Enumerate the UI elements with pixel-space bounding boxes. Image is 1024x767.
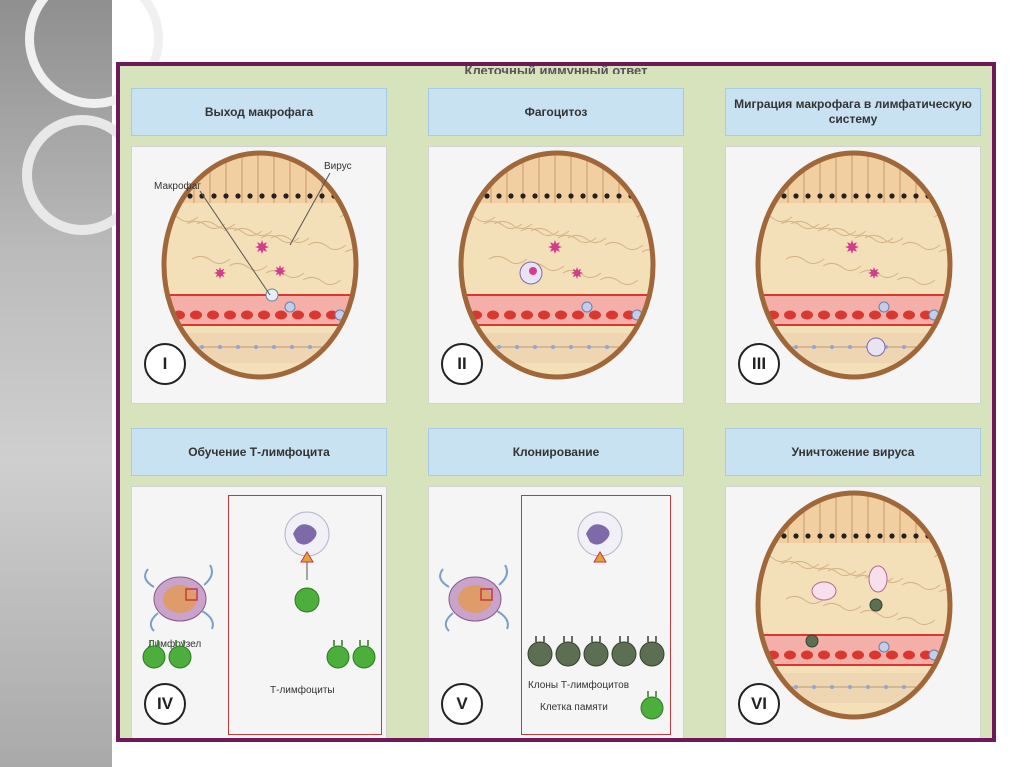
clones-label: Клоны Т-лимфоцитов (528, 680, 630, 691)
lymph-node-label: Лимфоузел (148, 639, 202, 650)
panel-cloning: Клонирование (428, 428, 684, 738)
panel-header: Миграция макрофага в лимфатическую систе… (725, 88, 981, 136)
step-number-badge: V (441, 683, 483, 725)
zoom-box (228, 495, 382, 735)
zoom-box: Клоны Т-лимфоцитов Клетка памяти (521, 495, 671, 735)
panel-header: Фагоцитоз (428, 88, 684, 136)
panel-macrophage-exit: Выход макрофага Макрофаг Вирус I (131, 88, 387, 404)
panel-virus-destruction: Уничтожение вируса VI (725, 428, 981, 738)
panel-body: Макрофаг Вирус I (131, 146, 387, 404)
panel-t-training: Обучение Т-лимфоцита Лимфоузел (131, 428, 387, 738)
decor-ring-icon (25, 0, 163, 108)
t-cell-clones-icon (527, 511, 665, 720)
tissue-section-icon (755, 150, 953, 380)
side-decoration (0, 0, 163, 767)
diagram-frame: Клеточный иммунный ответ Выход макрофага… (116, 62, 996, 742)
memory-cell-label: Клетка памяти (540, 702, 608, 713)
panel-header: Выход макрофага (131, 88, 387, 136)
virus-label: Вирус (324, 161, 352, 172)
panel-body: Клоны Т-лимфоцитов Клетка памяти V (428, 486, 684, 738)
panel-phagocytosis: Фагоцитоз II (428, 88, 684, 404)
lymph-node-icon (439, 564, 509, 632)
panel-migration: Миграция макрофага в лимфатическую систе… (725, 88, 981, 404)
lymph-node-icon (144, 564, 214, 632)
step-number-badge: III (738, 343, 780, 385)
panel-header: Обучение Т-лимфоцита (131, 428, 387, 476)
panel-body: III (725, 146, 981, 404)
panel-header: Уничтожение вируса (725, 428, 981, 476)
tissue-section-icon (161, 150, 359, 380)
panel-body: II (428, 146, 684, 404)
panel-body: Лимфоузел (131, 486, 387, 738)
tissue-section-icon (458, 150, 656, 380)
step-number-badge: IV (144, 683, 186, 725)
pointer-lines-icon (199, 172, 331, 296)
step-number-badge: II (441, 343, 483, 385)
t-cell-training-icon (284, 511, 330, 613)
step-number-badge: VI (738, 683, 780, 725)
panel-body: VI (725, 486, 981, 738)
frame-title: Клеточный иммунный ответ (464, 63, 648, 74)
macrophage-label: Макрофаг (154, 181, 201, 192)
tissue-section-icon (755, 490, 953, 720)
step-number-badge: I (144, 343, 186, 385)
panel-header: Клонирование (428, 428, 684, 476)
t-lymphocyte-group-icon (142, 640, 376, 669)
t-lymphocytes-label: Т-лимфоциты (270, 685, 335, 696)
